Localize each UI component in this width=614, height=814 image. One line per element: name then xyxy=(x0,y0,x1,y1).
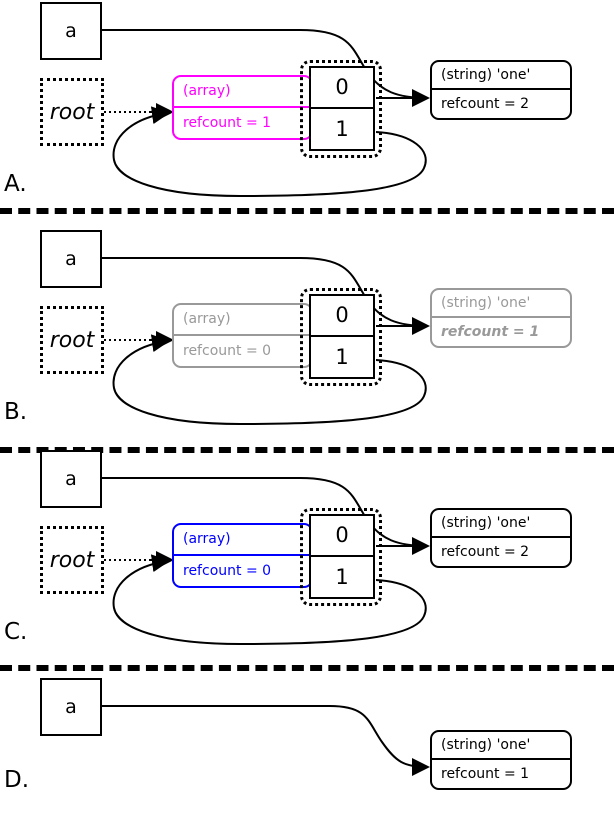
string-zval-box: (string) 'one' refcount = 1 xyxy=(430,730,572,790)
variable-box-a: a xyxy=(40,678,102,736)
string-refcount-label: refcount = 2 xyxy=(441,96,530,112)
array-cell-0: 0 xyxy=(311,516,373,557)
array-zval-box: (array) refcount = 1 xyxy=(172,75,313,140)
array-refcount-label: refcount = 0 xyxy=(183,562,272,579)
array-cells-container xyxy=(300,508,382,606)
string-zval-box: (string) 'one' refcount = 2 xyxy=(430,60,572,120)
panel-a: a root (array) refcount = 1 0 1 (string)… xyxy=(0,0,614,208)
array-refcount-label: refcount = 0 xyxy=(183,342,272,359)
panel-label-a: A. xyxy=(4,171,27,197)
variable-label: a xyxy=(65,20,77,42)
array-cell-1: 1 xyxy=(335,344,349,369)
root-label: root xyxy=(49,99,95,125)
panel-c: a root (array) refcount = 0 0 1 (string)… xyxy=(0,448,614,656)
string-type-label: (string) 'one' xyxy=(432,510,570,538)
string-zval-box: (string) 'one' refcount = 2 xyxy=(430,508,572,568)
string-type-label: (string) 'one' xyxy=(432,732,570,760)
array-zval-box: (array) refcount = 0 xyxy=(172,303,313,368)
array-cells: 0 1 xyxy=(309,514,375,599)
string-type-label: (string) 'one' xyxy=(432,290,570,318)
root-label: root xyxy=(49,327,95,353)
array-refcount-label: refcount = 1 xyxy=(183,114,272,131)
array-cells: 0 1 xyxy=(309,66,375,151)
array-cell-0: 0 xyxy=(311,296,373,337)
panel-separator-1 xyxy=(0,208,614,214)
string-refcount-label: refcount = 1 xyxy=(441,324,540,340)
panel-label-b: B. xyxy=(4,399,28,425)
array-cell-1: 1 xyxy=(335,564,349,589)
array-cells-container xyxy=(300,288,382,386)
root-box: root xyxy=(40,526,104,594)
root-label: root xyxy=(49,547,95,573)
array-type-label: (array) xyxy=(174,77,311,108)
variable-label: a xyxy=(65,468,77,490)
root-box: root xyxy=(40,306,104,374)
variable-box-a: a xyxy=(40,230,102,288)
panel-label-d: D. xyxy=(4,767,30,793)
panel-separator-2 xyxy=(0,447,614,453)
string-zval-box: (string) 'one' refcount = 1 xyxy=(430,288,572,348)
variable-box-a: a xyxy=(40,450,102,508)
panel-d: a (string) 'one' refcount = 1 D. xyxy=(0,666,614,814)
array-cell-1: 1 xyxy=(335,116,349,141)
edge-a-to-string xyxy=(102,705,430,776)
variable-label: a xyxy=(65,248,77,270)
array-zval-box: (array) refcount = 0 xyxy=(172,523,313,588)
string-refcount-label: refcount = 1 xyxy=(441,766,530,782)
array-cell-0: 0 xyxy=(311,68,373,109)
string-type-label: (string) 'one' xyxy=(432,62,570,90)
array-cells-container xyxy=(300,60,382,158)
array-type-label: (array) xyxy=(174,525,311,556)
panel-b: a root (array) refcount = 0 0 1 (string)… xyxy=(0,228,614,436)
variable-label: a xyxy=(65,696,77,718)
string-refcount-label: refcount = 2 xyxy=(441,544,530,560)
array-type-label: (array) xyxy=(174,305,311,336)
panel-label-c: C. xyxy=(4,619,28,645)
array-cells: 0 1 xyxy=(309,294,375,379)
root-box: root xyxy=(40,78,104,146)
variable-box-a: a xyxy=(40,2,102,60)
panel-separator-3 xyxy=(0,665,614,671)
